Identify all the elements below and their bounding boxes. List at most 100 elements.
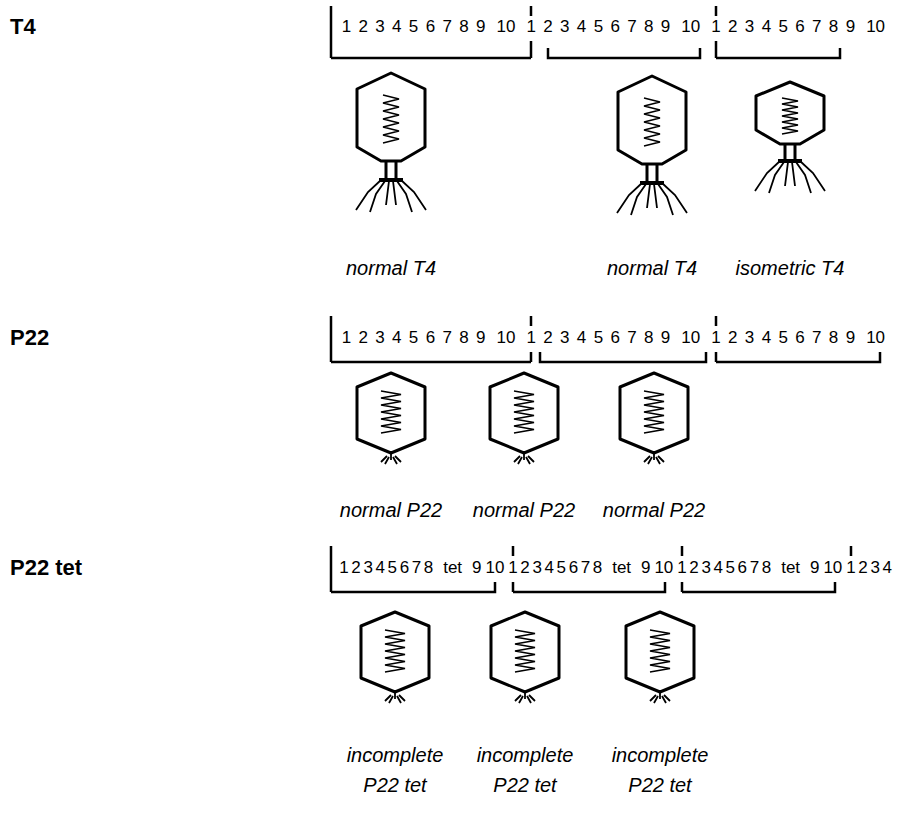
p22-phage	[620, 373, 688, 464]
gene-number: 10	[489, 328, 523, 348]
gene-number: 4	[388, 328, 405, 348]
gene-number: 4	[388, 17, 405, 37]
gene-number: 3	[531, 558, 543, 578]
gene-number: 1	[676, 558, 688, 578]
gene-number: 1	[708, 328, 725, 348]
gene-number: 10	[674, 17, 708, 37]
gene-number: 9	[472, 17, 489, 37]
gene-number: 1	[708, 17, 725, 37]
gene-number: 7	[439, 17, 456, 37]
gene-number: 3	[869, 558, 881, 578]
dna-bracket	[331, 352, 880, 362]
gene-number: 7	[808, 328, 825, 348]
gene-number: 5	[386, 558, 398, 578]
gene-number: 5	[590, 328, 607, 348]
gene-number: 10	[859, 328, 893, 348]
gene-number: 10	[821, 558, 845, 578]
p22-tet-phage	[626, 612, 694, 703]
phage-caption: incomplete P22 tet	[469, 740, 581, 800]
gene-number: 2	[724, 328, 741, 348]
gene-number: 9	[809, 558, 821, 578]
p22-tet-phage	[491, 612, 559, 703]
gene-number: 3	[700, 558, 712, 578]
gene-number: 7	[808, 17, 825, 37]
gene-number: 8	[456, 17, 473, 37]
gene-number: 4	[758, 328, 775, 348]
gene-number: 4	[374, 558, 386, 578]
gene-number: 6	[422, 328, 439, 348]
gene-number: 5	[555, 558, 567, 578]
gene-number: 7	[748, 558, 760, 578]
phage-caption: isometric T4	[736, 253, 845, 283]
gene-number: 10	[483, 558, 507, 578]
gene-number: 8	[760, 558, 772, 578]
gene-number: 8	[825, 17, 842, 37]
phage-caption: normal T4	[607, 253, 697, 283]
phage-caption: normal P22	[340, 495, 442, 525]
gene-number: 5	[775, 328, 792, 348]
gene-number: 5	[590, 17, 607, 37]
phage-caption: incomplete P22 tet	[339, 740, 451, 800]
p22-tet-phage	[361, 612, 429, 703]
dna-bracket	[331, 582, 835, 592]
dna-bracket	[331, 48, 840, 58]
phage-caption: incomplete P22 tet	[604, 740, 716, 800]
gene-number: 2	[724, 17, 741, 37]
packaging-brackets	[331, 6, 880, 592]
gene-number: 2	[355, 328, 372, 348]
cut-bar	[331, 546, 851, 592]
gene-number: 7	[624, 328, 641, 348]
gene-number: 2	[540, 17, 557, 37]
gene-number: tet	[604, 558, 640, 578]
gene-number: 8	[640, 17, 657, 37]
gene-number: 2	[519, 558, 531, 578]
row-label: P22	[10, 325, 49, 351]
gene-number: tet	[773, 558, 809, 578]
gene-number: 9	[842, 328, 859, 348]
gene-number: 4	[573, 17, 590, 37]
gene-number: 3	[556, 17, 573, 37]
gene-number: 8	[591, 558, 603, 578]
phage-caption: normal P22	[473, 495, 575, 525]
gene-number: 2	[350, 558, 362, 578]
gene-number: 5	[405, 17, 422, 37]
gene-number: 6	[736, 558, 748, 578]
gene-number: 3	[556, 328, 573, 348]
gene-number: 4	[712, 558, 724, 578]
gene-number: 3	[372, 17, 389, 37]
gene-number: 7	[624, 17, 641, 37]
row-label: P22 tet	[10, 555, 82, 581]
gene-number: 9	[640, 558, 652, 578]
gene-number: 10	[674, 328, 708, 348]
gene-number: 8	[825, 328, 842, 348]
gene-number: 4	[758, 17, 775, 37]
gene-number: 8	[422, 558, 434, 578]
cut-bar	[331, 316, 716, 362]
gene-number: 6	[567, 558, 579, 578]
gene-number: 4	[881, 558, 893, 578]
gene-number: 2	[540, 328, 557, 348]
gene-number: 6	[792, 328, 809, 348]
gene-number: 10	[489, 17, 523, 37]
row-label: T4	[10, 14, 36, 40]
gene-number: 3	[372, 328, 389, 348]
gene-number: 9	[472, 328, 489, 348]
gene-number: 7	[410, 558, 422, 578]
gene-number: 1	[845, 558, 857, 578]
gene-number: 2	[857, 558, 869, 578]
gene-number: 1	[523, 17, 540, 37]
gene-number: 8	[456, 328, 473, 348]
gene-number: 6	[792, 17, 809, 37]
gene-number: 1	[523, 328, 540, 348]
gene-number: 7	[439, 328, 456, 348]
phage-caption: normal P22	[603, 495, 705, 525]
p22-phage	[357, 373, 425, 464]
gene-number: 1	[338, 558, 350, 578]
gene-number: 3	[741, 17, 758, 37]
t4-phage	[617, 76, 687, 215]
t4-phage	[356, 73, 426, 212]
gene-number: 9	[657, 328, 674, 348]
gene-number: 9	[842, 17, 859, 37]
